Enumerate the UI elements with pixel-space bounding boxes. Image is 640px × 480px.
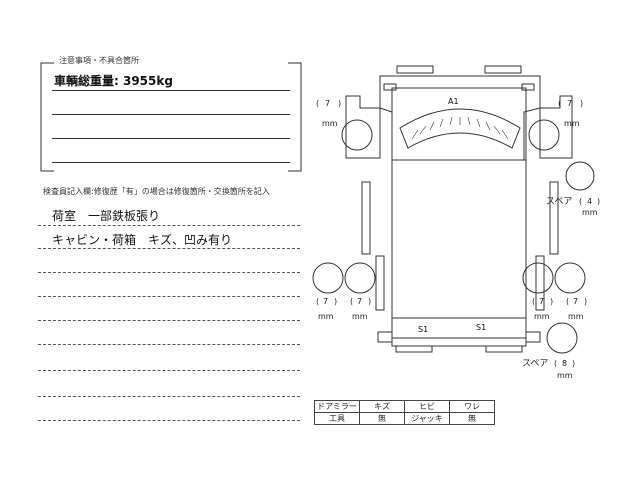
truck-diagram: A1 S1 S1 () 7 mm () 7 mm () 7 mm () 7 mm… <box>312 65 600 380</box>
svg-text:): ) <box>580 99 583 108</box>
tread-rear-right-outer: 7 <box>573 297 578 306</box>
notes-line <box>52 114 290 115</box>
unit-front-left: mm <box>322 119 338 128</box>
tread-front-right: 7 <box>567 99 572 108</box>
table-cell: 無 <box>359 412 405 425</box>
tire-rear-left-inner <box>344 262 376 294</box>
rear-bumper-left <box>395 345 433 353</box>
table-cell: ジャッキ <box>404 412 450 425</box>
table-row: 工具 無 ジャッキ 無 <box>314 412 495 425</box>
notes-line <box>52 138 290 139</box>
tread-rear-right-inner: 7 <box>539 297 544 306</box>
spare-tread-1: 4 <box>587 197 592 206</box>
svg-text:(: ( <box>350 297 353 306</box>
rear-bumper-right <box>485 345 523 353</box>
svg-text:): ) <box>368 297 371 306</box>
side-bar-right <box>549 181 559 255</box>
rear-light-left <box>377 331 393 343</box>
tread-rear-left-inner: 7 <box>357 297 362 306</box>
table-cell: 無 <box>449 412 495 425</box>
rear-panel <box>391 317 527 347</box>
mirror-right <box>521 83 535 91</box>
svg-text:(: ( <box>566 297 569 306</box>
spare-unit-1: mm <box>582 208 598 217</box>
table-cell: ワレ <box>449 400 495 413</box>
table-cell: キズ <box>359 400 405 413</box>
dotted-line <box>38 370 300 371</box>
inspector-line-1: 荷室 一部鉄板張り <box>52 209 161 223</box>
tire-rear-left-outer <box>312 262 344 294</box>
unit-rear-left-outer: mm <box>318 312 334 321</box>
spare-tire-2 <box>546 322 578 354</box>
dotted-line <box>38 396 300 397</box>
svg-text:): ) <box>338 99 341 108</box>
table-row: ドアミラー キズ ヒビ ワレ <box>314 400 495 413</box>
tire-rear-right-outer <box>554 262 586 294</box>
dotted-line <box>38 225 300 226</box>
spare-label-1: スペア <box>546 197 572 207</box>
dotted-line <box>38 420 300 421</box>
front-bumper-right <box>484 65 522 74</box>
tire-front-right <box>528 119 560 151</box>
equipment-table: ドアミラー キズ ヒビ ワレ 工具 無 ジャッキ 無 <box>314 400 495 425</box>
svg-text:): ) <box>550 297 553 306</box>
dotted-line <box>38 344 300 345</box>
rear-light-right <box>525 331 541 343</box>
svg-text:): ) <box>584 297 587 306</box>
svg-text:(: ( <box>579 197 582 206</box>
tread-front-left: 7 <box>325 99 330 108</box>
svg-text:): ) <box>597 197 600 206</box>
tire-front-left <box>341 119 373 151</box>
tread-rear-left-outer: 7 <box>323 297 328 306</box>
svg-text:): ) <box>572 359 575 368</box>
unit-rear-left-inner: mm <box>352 312 368 321</box>
spare-label-2: スペア <box>522 359 548 369</box>
rear-fender-left <box>375 255 385 311</box>
spare-tire-1 <box>565 161 595 191</box>
dotted-line <box>38 320 300 321</box>
svg-text:(: ( <box>316 99 319 108</box>
svg-text:(: ( <box>558 99 561 108</box>
table-cell: ドアミラー <box>314 400 360 413</box>
inspector-title: 検査員記入欄:修復歴「有」の場合は修復箇所・交換箇所を記入 <box>43 187 270 196</box>
notes-box-bracket <box>40 62 302 172</box>
notes-line <box>52 162 290 163</box>
dotted-line <box>38 248 300 249</box>
tire-rear-right-inner <box>522 262 554 294</box>
notes-title: 注意事項・不具合箇所 <box>57 55 141 66</box>
svg-text:(: ( <box>532 297 535 306</box>
left-door <box>345 95 381 159</box>
svg-text:(: ( <box>554 359 557 368</box>
gross-weight-text: 車輌総重量: 3955kg <box>54 74 173 88</box>
svg-text:(: ( <box>316 297 319 306</box>
cargo-bed <box>391 159 527 339</box>
right-door <box>539 95 573 159</box>
unit-rear-right-outer: mm <box>568 312 584 321</box>
front-bumper-left <box>396 65 434 74</box>
rear-fender-right <box>535 255 545 311</box>
table-cell: 工具 <box>314 412 360 425</box>
side-bar-left <box>361 181 371 255</box>
dotted-line <box>38 296 300 297</box>
svg-text:): ) <box>334 297 337 306</box>
unit-rear-right-inner: mm <box>534 312 550 321</box>
mark-a1: A1 <box>448 97 459 106</box>
inspector-line-2: キャビン・荷箱 キズ、凹み有り <box>52 233 233 247</box>
table-cell: ヒビ <box>404 400 450 413</box>
spare-tread-2: 8 <box>562 359 567 368</box>
cargo-box <box>391 87 527 339</box>
notes-line <box>52 90 290 91</box>
mirror-left <box>383 83 397 91</box>
spare-unit-2: mm <box>557 371 573 380</box>
mark-s1-right: S1 <box>476 323 486 332</box>
dotted-line <box>38 272 300 273</box>
unit-front-right: mm <box>564 119 580 128</box>
windshield <box>399 108 521 149</box>
mark-s1-left: S1 <box>418 325 428 334</box>
